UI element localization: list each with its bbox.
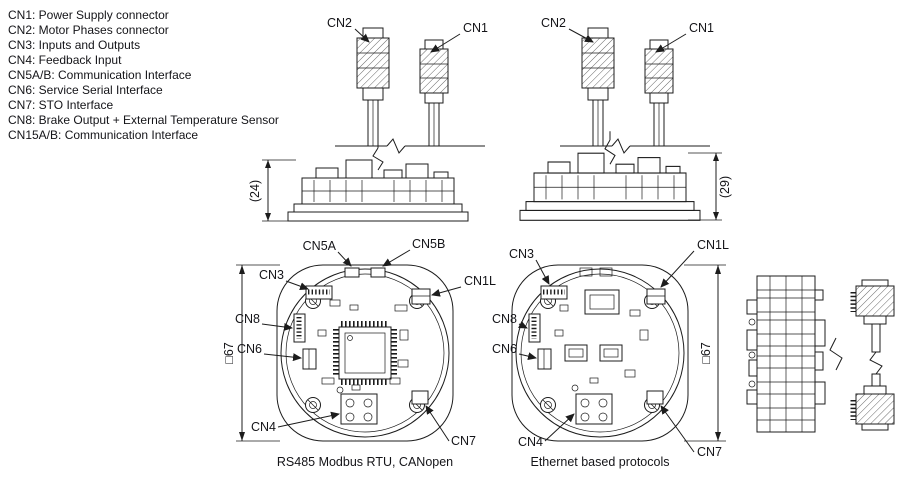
connector-detail-view: [850, 279, 895, 431]
asm2-cn1-label: CN1: [689, 21, 714, 35]
board-right-dimension: □67: [684, 264, 726, 442]
top-assembly-1: CN2 CN1: [327, 16, 488, 154]
legend-item-cn15: CN15A/B: Communication Interface: [8, 128, 199, 142]
side2-height-dim: (29): [718, 176, 732, 198]
legend-item-cn2: CN2: Motor Phases connector: [8, 23, 169, 37]
board-right-cn7-label: CN7: [697, 445, 722, 459]
board-right-caption: Ethernet based protocols: [531, 455, 670, 469]
connector-legend: CN1: Power Supply connector CN2: Motor P…: [8, 8, 279, 143]
pcb-components-left: [293, 267, 431, 425]
legend-item-cn8: CN8: Brake Output + External Temperature…: [8, 113, 279, 127]
board-left: CN5A CN5B CN3 CN1L CN8 CN6 CN4 CN7: [222, 237, 496, 469]
board-right-cn8-label: CN8: [492, 312, 517, 326]
board-left-cn6-label: CN6: [237, 342, 262, 356]
side1-height-dim: (24): [248, 180, 262, 202]
board-left-caption: RS485 Modbus RTU, CANopen: [277, 455, 453, 469]
asm1-cn2-label: CN2: [327, 16, 352, 30]
board-left-dimension: □67: [222, 264, 280, 442]
board-right-callouts: CN3 CN1L CN8 CN6 CN4 CN7: [492, 238, 729, 459]
board-right-cn1l-label: CN1L: [697, 238, 729, 252]
legend-item-cn6: CN6: Service Serial Interface: [8, 83, 163, 97]
board-right-cn4-label: CN4: [518, 435, 543, 449]
board-right-cn6-label: CN6: [492, 342, 517, 356]
board-left-cn5b-label: CN5B: [412, 237, 445, 251]
side-view-1: (24): [248, 139, 469, 222]
board-right-size-dim: □67: [699, 342, 713, 364]
legend-item-cn4: CN4: Feedback Input: [8, 53, 122, 67]
board-left-cn7-label: CN7: [451, 434, 476, 448]
legend-item-cn1: CN1: Power Supply connector: [8, 8, 169, 22]
board-left-cn4-label: CN4: [251, 420, 276, 434]
board-left-callouts: CN5A CN5B CN3 CN1L CN8 CN6 CN4 CN7: [235, 237, 496, 448]
side-view-2: (29): [519, 130, 732, 221]
legend-item-cn5: CN5A/B: Communication Interface: [8, 68, 192, 82]
board-left-cn3-label: CN3: [259, 268, 284, 282]
board-left-size-dim: □67: [222, 342, 236, 364]
board-left-cn1l-label: CN1L: [464, 274, 496, 288]
legend-item-cn3: CN3: Inputs and Outputs: [8, 38, 141, 52]
board-left-cn8-label: CN8: [235, 312, 260, 326]
board-right-cn3-label: CN3: [509, 247, 534, 261]
top-assembly-2: CN2 CN1: [541, 16, 714, 154]
pcb-components-right: [528, 267, 666, 425]
asm2-cn2-label: CN2: [541, 16, 566, 30]
asm1-cn1-label: CN1: [463, 21, 488, 35]
board-left-cn5a-label: CN5A: [303, 239, 337, 253]
assembly-side-view: [746, 275, 843, 433]
board-right: CN3 CN1L CN8 CN6 CN4 CN7 □67: [492, 238, 729, 469]
legend-item-cn7: CN7: STO Interface: [8, 98, 114, 112]
